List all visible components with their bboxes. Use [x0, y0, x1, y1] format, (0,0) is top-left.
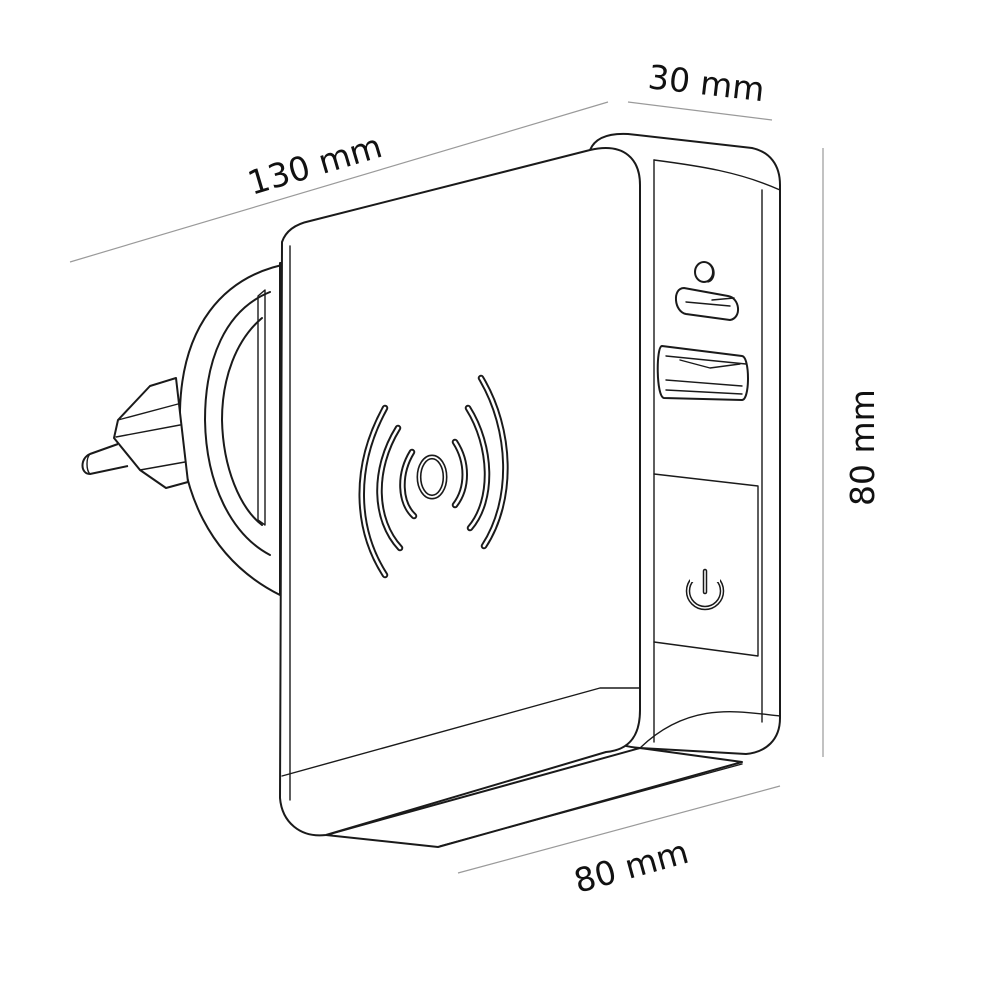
led-indicator-rim: [707, 262, 715, 283]
dimension-lines: [69, 101, 824, 874]
plug-prism-edge-3: [139, 461, 186, 471]
side-cap-top-curve: [653, 159, 781, 191]
side-cap-bottom-curve: [639, 711, 781, 749]
width-label: 80 mm: [570, 832, 693, 901]
power-button[interactable]: [685, 568, 725, 611]
width-dimension-line: [457, 785, 781, 874]
plug-rail: [257, 289, 266, 526]
plug-prism-edge-2: [115, 424, 181, 438]
bottom-edge-double: [439, 763, 743, 847]
plug-pin: [81, 443, 129, 475]
plug-prism-edge-1: [117, 403, 179, 421]
wireless-charging-icon: [358, 374, 509, 579]
usb-a-port[interactable]: [656, 345, 749, 401]
power-button-panel: [653, 473, 759, 657]
front-bottom-edge: [281, 687, 641, 777]
height-label: 80 mm: [843, 389, 882, 506]
length-dimension-line: [69, 101, 609, 263]
depth-label: 30 mm: [646, 57, 766, 109]
depth-dimension-line: [627, 101, 773, 121]
plug-pin-tip: [86, 453, 91, 475]
side-panel: [653, 261, 759, 657]
eu-plug: [81, 262, 293, 596]
body-bottom-face: [325, 747, 743, 848]
plug-collar-inner: [221, 317, 263, 526]
length-label: 130 mm: [243, 126, 386, 203]
plug-prism: [113, 377, 189, 489]
usb-c-port[interactable]: [675, 287, 739, 321]
led-indicator-icon: [694, 261, 714, 283]
plug-collar-ring: [204, 291, 271, 556]
plug-collar-outer: [178, 262, 293, 596]
